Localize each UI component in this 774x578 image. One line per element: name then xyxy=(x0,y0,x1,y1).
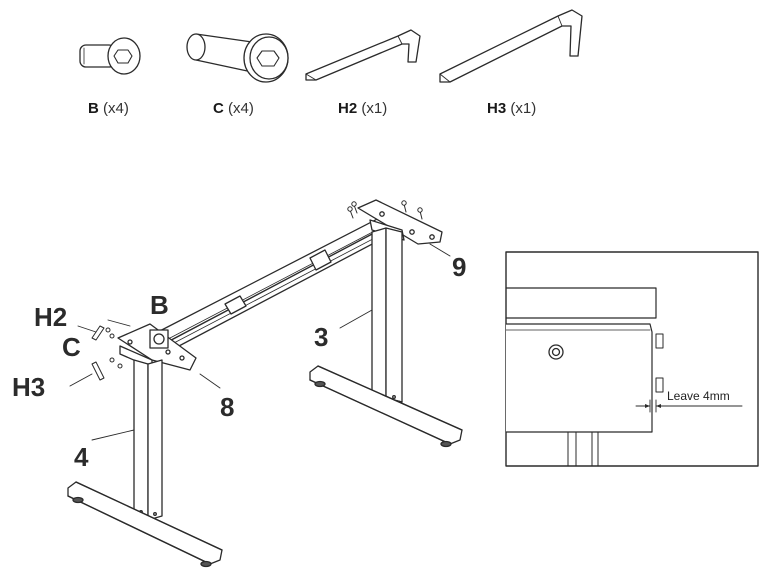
part-qty: (x1) xyxy=(510,100,537,117)
hex-key-h2-icon xyxy=(305,29,421,81)
detail-view xyxy=(505,251,759,467)
part-label-c: C (x4) xyxy=(213,100,254,117)
screw-b-icon xyxy=(79,37,141,75)
part-code: C xyxy=(213,100,224,117)
part-qty: (x4) xyxy=(228,100,254,117)
left-hardware xyxy=(91,325,123,381)
part-qty: (x1) xyxy=(361,100,388,117)
crossbeam xyxy=(149,214,396,357)
bolt-c-icon xyxy=(186,33,289,83)
callout-c: C xyxy=(62,332,81,362)
part-code: H2 xyxy=(338,100,358,117)
part-code: H3 xyxy=(487,100,507,117)
part-label-h2: H2 (x1) xyxy=(338,100,387,117)
part-label-b: B (x4) xyxy=(88,100,129,117)
callout-h2: H2 xyxy=(34,302,68,332)
detail-note: Leave 4mm xyxy=(667,389,730,403)
foot-right xyxy=(309,365,463,448)
callout-b: B xyxy=(150,290,169,320)
callout-bracket-left: 8 xyxy=(220,392,235,422)
part-code: B xyxy=(88,100,99,117)
callout-leg-left: 4 xyxy=(74,442,89,472)
callout-bracket-right: 9 xyxy=(452,252,467,282)
callout-h3: H3 xyxy=(12,372,46,402)
foot-left xyxy=(67,481,223,568)
leg-right xyxy=(371,227,403,407)
callout-leg-right: 3 xyxy=(314,322,329,352)
leader-lines xyxy=(69,243,451,441)
leg-left xyxy=(133,359,163,521)
part-label-h3: H3 (x1) xyxy=(487,100,536,117)
part-qty: (x4) xyxy=(103,100,129,117)
hex-key-h3-icon xyxy=(439,9,583,83)
